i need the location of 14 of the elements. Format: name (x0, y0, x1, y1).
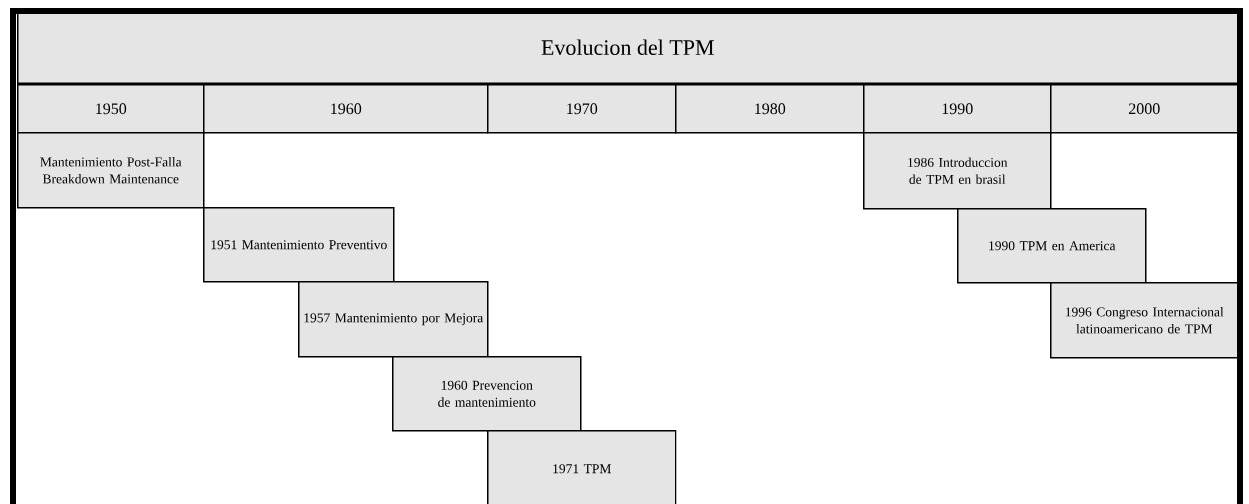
year-header: 2000 (1050, 84, 1239, 134)
event-box: 1957 Mantenimiento por Mejora (298, 281, 489, 358)
year-header: 1950 (17, 84, 205, 134)
event-box: 1951 Mantenimiento Preventivo (203, 207, 395, 283)
event-box: 1971 TPM (487, 430, 677, 504)
event-box: 1960 Prevencion de mantenimiento (392, 356, 582, 432)
event-box: Mantenimiento Post-Falla Breakdown Maintenance (17, 132, 205, 209)
event-box: 1990 TPM en America (957, 208, 1147, 284)
event-box: 1996 Congreso Internacional latinoamericano de TPM (1050, 282, 1239, 359)
event-box: 1986 Introduccion de TPM en brasil (863, 132, 1052, 210)
year-header: 1980 (675, 84, 865, 134)
year-header: 1960 (203, 84, 489, 134)
year-header: 1990 (863, 84, 1052, 134)
year-header: 1970 (487, 84, 677, 134)
